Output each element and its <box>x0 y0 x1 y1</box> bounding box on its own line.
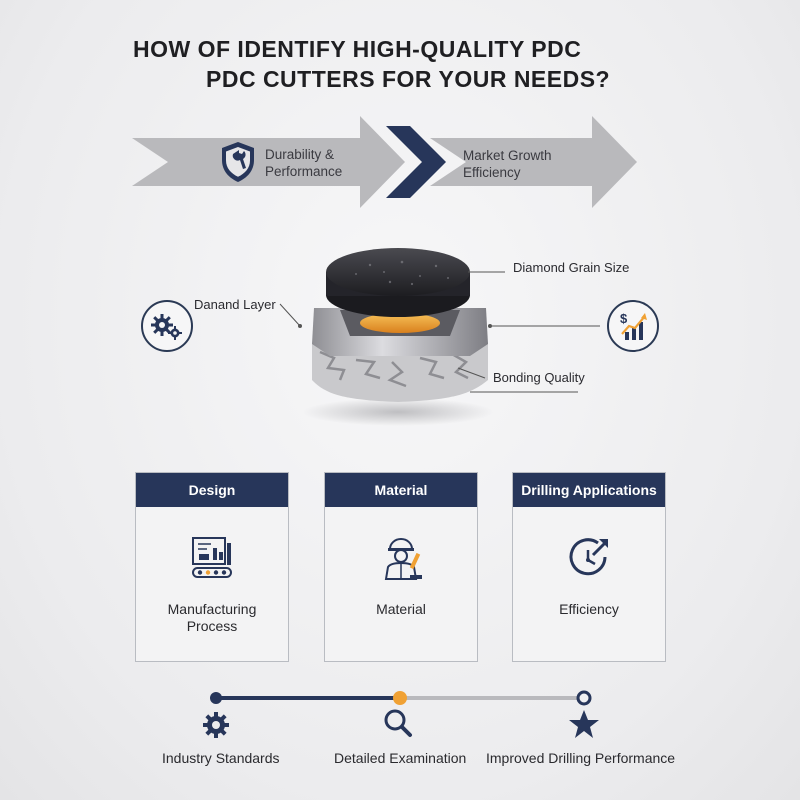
arrow-chevron <box>386 126 446 198</box>
star-icon <box>569 710 599 738</box>
card-header: Drilling Applications <box>513 473 665 507</box>
card-design: Design Manufacturing Process <box>135 472 289 662</box>
title-line-2: PDC CUTTERS FOR YOUR NEEDS? <box>206 66 611 92</box>
timeline-node-1 <box>210 692 222 704</box>
timeline-label-industry-standards: Industry Standards <box>162 750 280 766</box>
binder-layer <box>360 313 440 333</box>
magnifier-icon <box>384 709 412 737</box>
timeline-node-2 <box>393 691 407 705</box>
callout-bonding-quality: Bonding Quality <box>493 370 585 385</box>
card-label: Material <box>376 601 426 617</box>
diamond-disk <box>326 248 470 296</box>
callout-grain-size: Diamond Grain Size <box>513 260 630 275</box>
arrow-label-durability: Durability & Performance <box>265 147 343 179</box>
timeline-label-detailed-examination: Detailed Examination <box>334 750 467 766</box>
title-line-1: HOW OF IDENTIFY HIGH-QUALITY PDC <box>133 36 582 62</box>
card-label: Efficiency <box>559 601 619 617</box>
cutter-shadow <box>303 398 493 426</box>
card-header: Material <box>325 473 477 507</box>
gear-icon <box>203 712 229 738</box>
callout-diamond-layer: Danand Layer <box>194 297 276 312</box>
svg-text:$: $ <box>620 311 628 326</box>
arrow-label-market-growth: Market Growth Efficiency <box>463 148 552 180</box>
card-material: Material Material <box>324 472 478 662</box>
engineer-icon <box>384 538 422 580</box>
arrow-2 <box>430 116 637 208</box>
timeline-label-improved-performance: Improved Drilling Performance <box>486 750 676 766</box>
shield-wrench-icon <box>219 140 257 189</box>
arrow-1 <box>132 116 405 208</box>
card-label: Manufacturing Process <box>167 601 257 634</box>
card-header: Design <box>136 473 288 507</box>
timeline-node-3 <box>576 690 592 706</box>
factory-blueprint-icon <box>192 537 232 578</box>
clock-arrow-icon <box>569 538 608 576</box>
gears-icon <box>141 300 193 352</box>
card-drilling-applications: Drilling Applications Efficiency <box>512 472 666 662</box>
dollar-growth-chart-icon: $ <box>607 300 659 352</box>
